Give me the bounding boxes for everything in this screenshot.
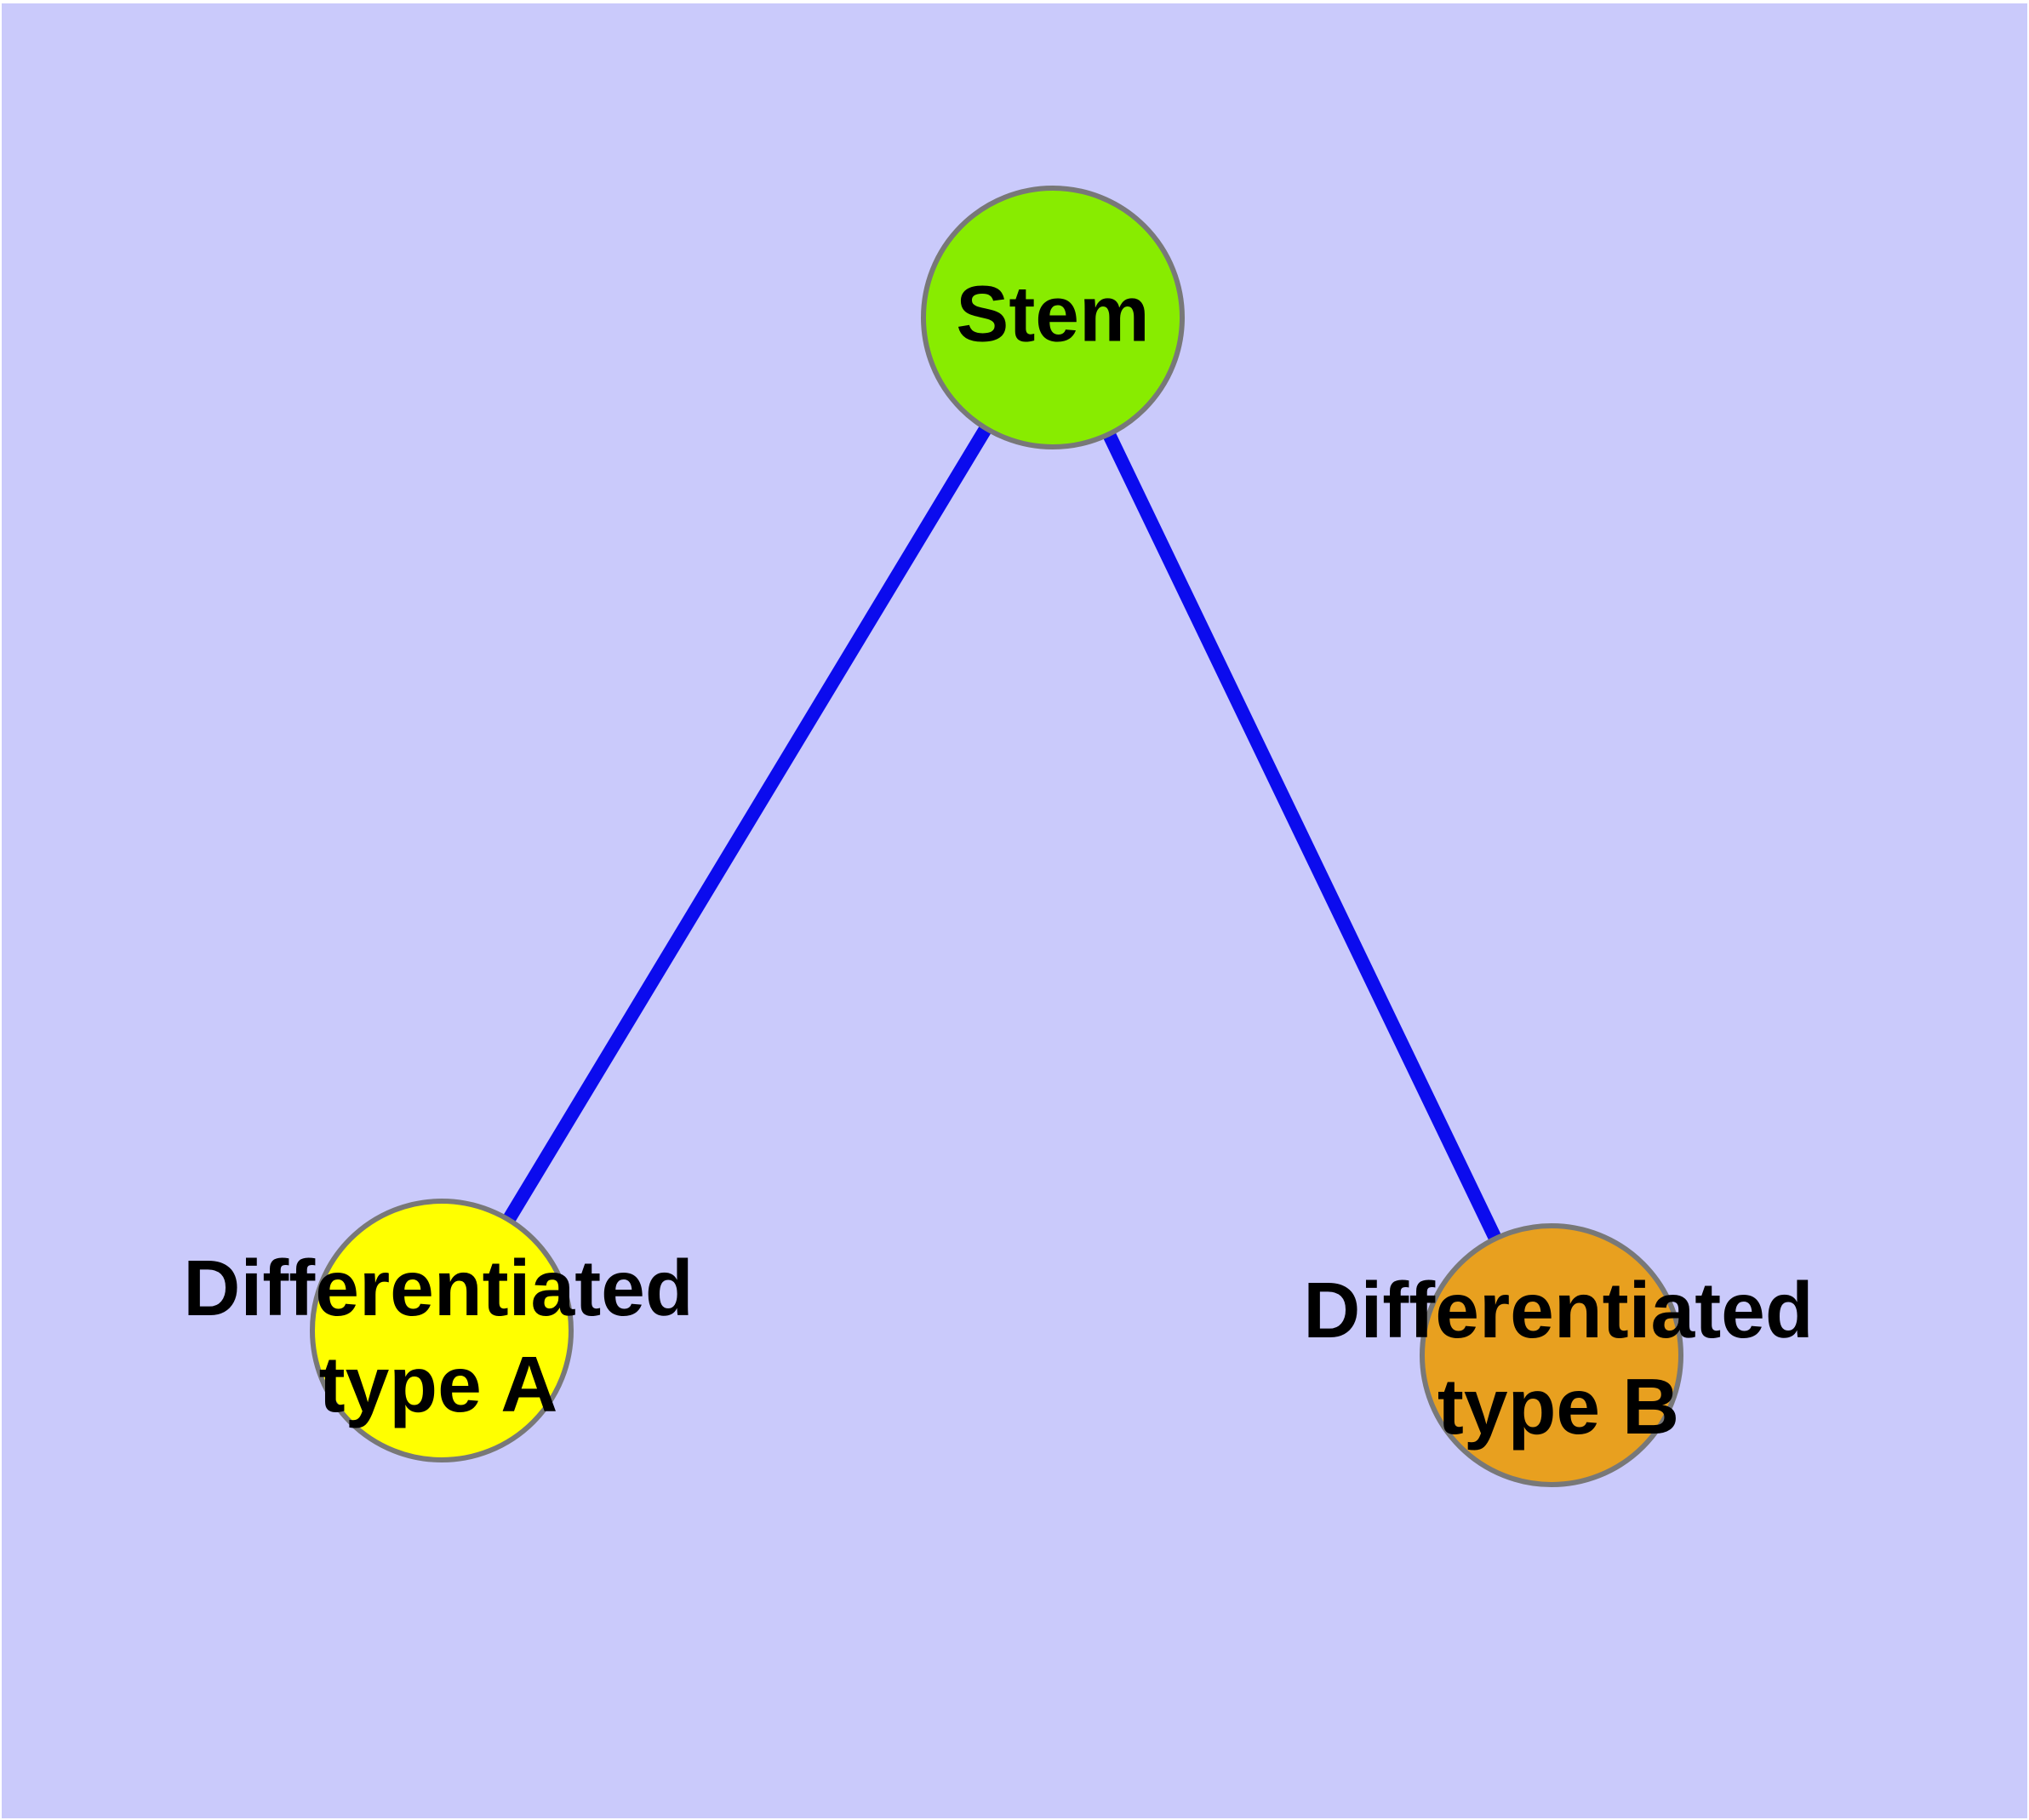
edge-stem-to-type-a: [436, 313, 1059, 1335]
node-type-a-label-line2: type A: [318, 1340, 558, 1428]
node-stem-label: Stem: [956, 269, 1150, 358]
node-type-b-label: Differentiated type B: [1303, 1262, 1813, 1455]
edge-stem-to-type-b: [1046, 314, 1558, 1359]
node-type-b-circle: [1420, 1223, 1683, 1487]
node-type-a-label: Differentiated type A: [183, 1240, 693, 1433]
node-type-a-circle: [310, 1199, 574, 1462]
node-type-b-label-line1: Differentiated: [1303, 1266, 1814, 1354]
node-type-b-label-line2: type B: [1437, 1362, 1680, 1451]
node-stem-circle: [921, 186, 1185, 449]
diagram-canvas: Stem Differentiated type A Differentiate…: [2, 3, 2027, 1818]
node-type-a-label-line1: Differentiated: [183, 1244, 694, 1332]
graph-svg: [310, 186, 1683, 1487]
